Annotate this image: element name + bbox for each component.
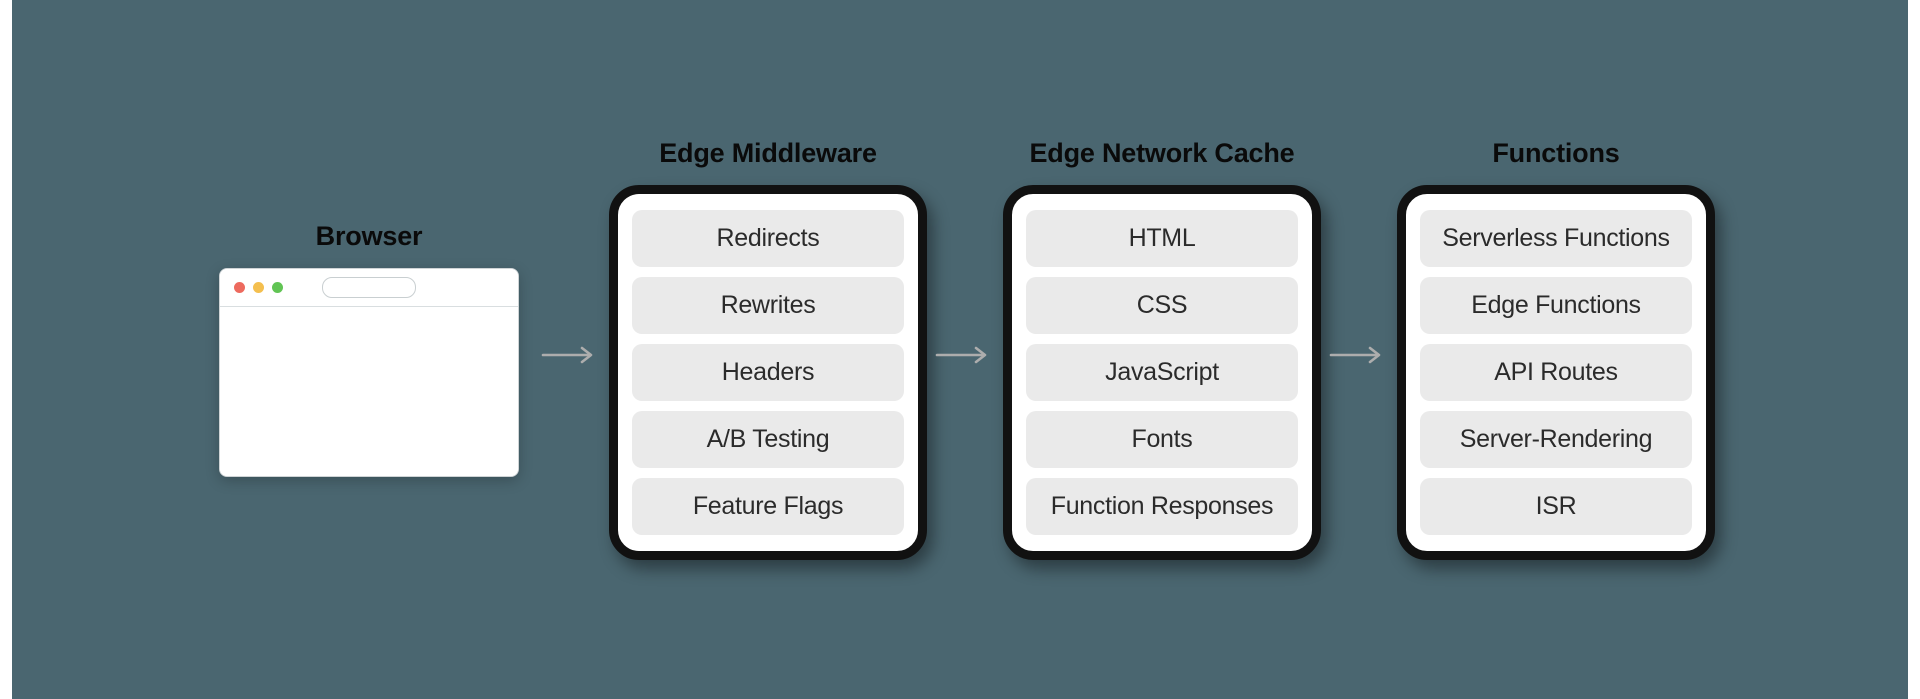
list-item[interactable]: Feature Flags bbox=[632, 477, 904, 535]
list-item[interactable]: CSS bbox=[1026, 276, 1298, 334]
list-item[interactable]: Redirects bbox=[632, 209, 904, 267]
node-title-edge-middleware: Edge Middleware bbox=[659, 138, 877, 169]
list-item[interactable]: A/B Testing bbox=[632, 410, 904, 468]
browser-url-bar[interactable] bbox=[322, 276, 416, 298]
browser-title-bar bbox=[220, 268, 518, 307]
arrow-right-icon bbox=[1329, 343, 1389, 367]
node-edge-middleware: Edge Middleware Redirects Rewrites Heade… bbox=[608, 138, 928, 560]
node-title-functions: Functions bbox=[1492, 138, 1620, 169]
node-functions: Functions Serverless Functions Edge Func… bbox=[1396, 138, 1716, 560]
close-dot-icon[interactable] bbox=[234, 281, 245, 293]
arrow-right-icon bbox=[935, 343, 995, 367]
card-functions: Serverless Functions Edge Functions API … bbox=[1397, 184, 1715, 560]
node-title-browser: Browser bbox=[315, 221, 423, 252]
arrow-right-icon bbox=[541, 343, 601, 367]
connector-browser-to-edge-middleware bbox=[534, 343, 608, 367]
card-edge-middleware: Redirects Rewrites Headers A/B Testing F… bbox=[609, 184, 927, 560]
list-item[interactable]: Server-Rendering bbox=[1420, 410, 1692, 468]
traffic-light-dots bbox=[234, 281, 283, 293]
browser-window-mock bbox=[219, 267, 519, 477]
list-item[interactable]: HTML bbox=[1026, 209, 1298, 267]
minimize-dot-icon[interactable] bbox=[253, 281, 264, 293]
list-item[interactable]: Serverless Functions bbox=[1420, 209, 1692, 267]
node-browser: Browser bbox=[204, 221, 534, 477]
list-item[interactable]: Headers bbox=[632, 343, 904, 401]
connector-edge-middleware-to-edge-network-cache bbox=[928, 343, 1002, 367]
list-item[interactable]: JavaScript bbox=[1026, 343, 1298, 401]
maximize-dot-icon[interactable] bbox=[272, 281, 283, 293]
list-item[interactable]: ISR bbox=[1420, 477, 1692, 535]
connector-edge-network-cache-to-functions bbox=[1322, 343, 1396, 367]
node-title-edge-network-cache: Edge Network Cache bbox=[1029, 138, 1295, 169]
browser-viewport bbox=[220, 306, 518, 476]
node-edge-network-cache: Edge Network Cache HTML CSS JavaScript F… bbox=[1002, 138, 1322, 560]
list-item[interactable]: Edge Functions bbox=[1420, 276, 1692, 334]
list-item[interactable]: Fonts bbox=[1026, 410, 1298, 468]
list-item[interactable]: Function Responses bbox=[1026, 477, 1298, 535]
list-item[interactable]: API Routes bbox=[1420, 343, 1692, 401]
card-edge-network-cache: HTML CSS JavaScript Fonts Function Respo… bbox=[1003, 184, 1321, 560]
list-item[interactable]: Rewrites bbox=[632, 276, 904, 334]
